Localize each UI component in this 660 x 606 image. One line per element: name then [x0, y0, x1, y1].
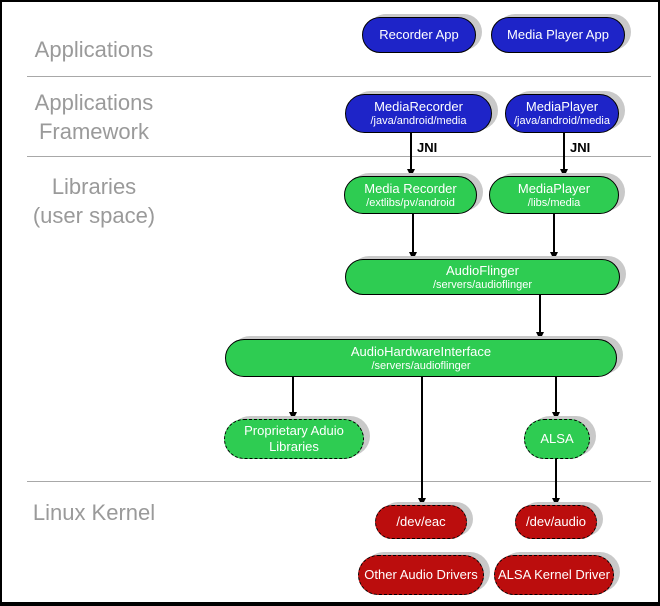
arrow-ahi-to-proprietary	[288, 377, 297, 420]
arrowhead	[417, 498, 426, 506]
node-title: AudioHardwareInterface	[350, 343, 492, 359]
arrowhead	[408, 252, 417, 260]
node-media-recorder-lib: Media Recorder /extlibs/pv/android	[344, 176, 477, 214]
node-title: Recorder App	[379, 27, 459, 42]
edge-label-jni-right: JNI	[570, 140, 591, 155]
node-dev-eac: /dev/eac	[375, 505, 467, 539]
arrow-mediarecorder-jni	[406, 133, 415, 177]
node-subtitle: /servers/audioflinger	[432, 278, 533, 291]
node-mediarecorder-framework: MediaRecorder /java/android/media	[345, 94, 492, 133]
divider-linux-kernel	[27, 481, 651, 482]
arrow-alsa-to-dev-audio	[551, 459, 560, 506]
node-subtitle: /servers/audioflinger	[371, 359, 471, 372]
node-subtitle: /libs/media	[527, 196, 581, 209]
edge-label-jni-left: JNI	[417, 140, 438, 155]
node-subtitle: /java/android/media	[513, 115, 610, 127]
layer-label-libraries: Libraries (user space)	[32, 174, 156, 228]
node-audiohardwareinterface: AudioHardwareInterface /servers/audiofli…	[225, 339, 617, 377]
arrow-mediaplayer-to-audioflinger	[549, 214, 558, 260]
arrowhead	[288, 412, 297, 420]
node-subtitle: /java/android/media	[370, 115, 467, 127]
arrowhead	[559, 169, 568, 177]
node-other-audio-drivers: Other Audio Drivers	[358, 555, 484, 595]
layer-label-applications-framework: Applications Framework	[34, 90, 154, 144]
arrowhead	[549, 252, 558, 260]
node-title: MediaRecorder	[374, 99, 463, 114]
node-audioflinger: AudioFlinger /servers/audioflinger	[345, 259, 620, 295]
node-title: ALSA	[540, 431, 574, 446]
node-proprietary-audio-libraries: Proprietary Aduio Libraries	[224, 419, 364, 459]
arrowhead	[551, 412, 560, 420]
divider-applications-framework	[27, 76, 651, 77]
node-dev-audio: /dev/audio	[515, 505, 597, 539]
node-mediaplayer-framework: MediaPlayer /java/android/media	[505, 94, 619, 133]
divider-libraries	[27, 156, 651, 157]
arrowhead	[406, 169, 415, 177]
arrow-audioflinger-to-ahi	[535, 295, 544, 340]
arrow-mediarecorder-to-audioflinger	[408, 214, 417, 260]
node-title: MediaPlayer	[525, 99, 599, 114]
layer-label-linux-kernel: Linux Kernel	[32, 500, 156, 525]
node-title: Proprietary Aduio Libraries	[244, 423, 344, 454]
node-title: /dev/audio	[526, 514, 586, 529]
node-media-player-app: Media Player App	[491, 17, 625, 53]
layer-label-applications: Applications	[34, 37, 154, 62]
arrowhead	[535, 332, 544, 340]
arrow-ahi-to-alsa	[551, 377, 560, 420]
node-title: ALSA Kernel Driver	[498, 567, 610, 582]
node-mediaplayer-lib: MediaPlayer /libs/media	[489, 176, 619, 214]
node-title: Media Player App	[507, 27, 609, 42]
arrowhead	[551, 498, 560, 506]
node-title: /dev/eac	[396, 514, 446, 529]
arrow-mediaplayer-jni	[559, 133, 568, 177]
node-alsa: ALSA	[524, 419, 590, 459]
node-title: AudioFlinger	[446, 262, 519, 278]
node-title: Media Recorder	[364, 180, 457, 196]
node-recorder-app: Recorder App	[362, 17, 476, 53]
node-subtitle: /extlibs/pv/android	[366, 196, 455, 209]
node-title: MediaPlayer	[517, 180, 591, 196]
node-title: Other Audio Drivers	[364, 567, 478, 582]
node-alsa-kernel-driver: ALSA Kernel Driver	[494, 555, 614, 595]
arrow-ahi-to-dev-eac	[417, 377, 426, 506]
